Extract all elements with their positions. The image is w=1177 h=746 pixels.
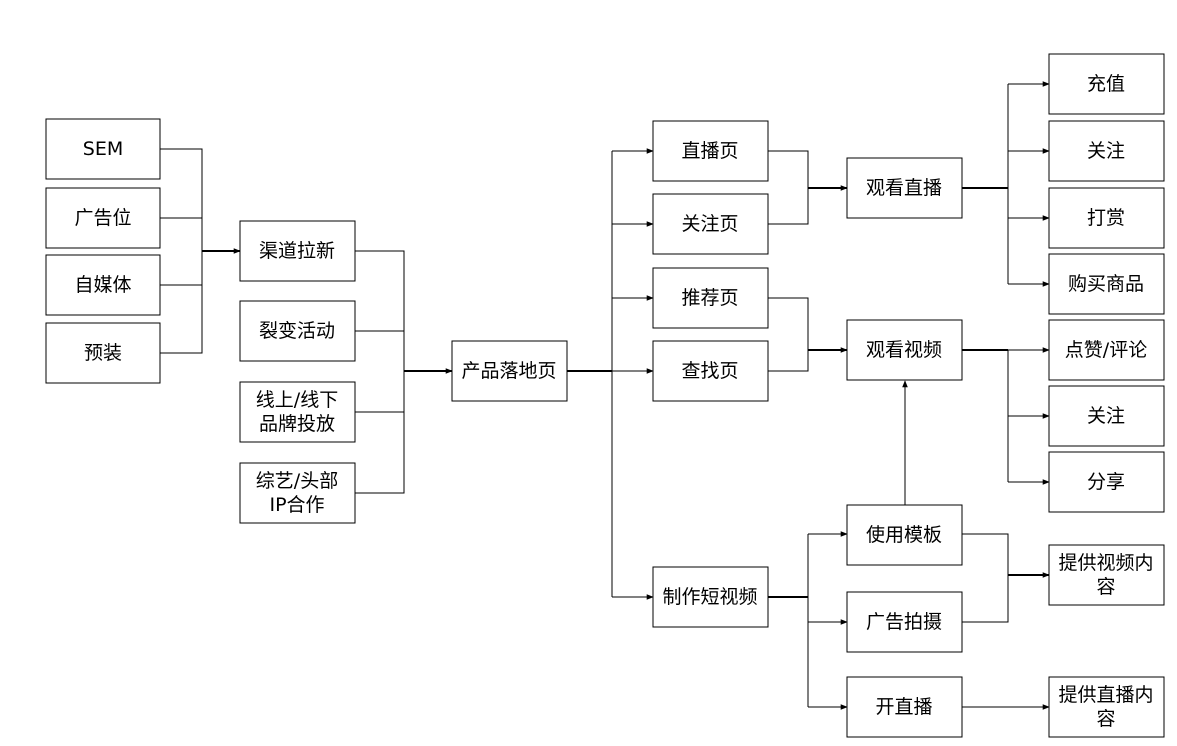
node-search-page: 查找页 (652, 340, 769, 402)
node-sem-label: SEM (83, 138, 123, 160)
node-watch-live: 观看直播 (846, 157, 963, 219)
node-provide-video: 提供视频内 容 (1048, 544, 1165, 606)
node-follow-b-label: 关注 (1087, 405, 1125, 427)
node-watch-live-label: 观看直播 (866, 177, 942, 199)
nodes: SEM 广告位 自媒体 预装 渠道拉新 裂变活动 线上/线下 品牌投放 (45, 53, 1165, 738)
node-fission-label: 裂变活动 (259, 320, 335, 342)
node-follow-page: 关注页 (652, 193, 769, 255)
node-recharge-label: 充值 (1087, 73, 1125, 95)
node-provide-video-label-1: 提供视频内 (1058, 552, 1153, 574)
node-search-page-label: 查找页 (681, 360, 738, 382)
node-follow-a-label: 关注 (1087, 140, 1125, 162)
node-share-label: 分享 (1087, 471, 1125, 493)
node-self-media-label: 自媒体 (74, 274, 131, 296)
node-landing: 产品落地页 (451, 340, 568, 402)
node-watch-video: 观看视频 (846, 319, 963, 381)
node-variety: 综艺/头部 IP合作 (239, 462, 356, 524)
edge-follow-page-watch-live (768, 188, 809, 225)
edge-live-page-watch-live (768, 150, 809, 188)
node-share: 分享 (1048, 451, 1165, 513)
edge-recommend-page-watch-video (768, 297, 809, 350)
node-channel-acq: 渠道拉新 (239, 220, 356, 282)
node-tip-label: 打赏 (1087, 207, 1125, 229)
node-brand-label-1: 线上/线下 (256, 389, 338, 411)
edge-channel-landing (355, 250, 405, 371)
node-brand: 线上/线下 品牌投放 (239, 381, 356, 443)
edge-preinstall-channel (160, 251, 203, 354)
node-start-live: 开直播 (846, 676, 963, 738)
node-provide-live-label-2: 容 (1096, 708, 1115, 730)
node-like-comment: 点赞/评论 (1048, 319, 1165, 381)
node-self-media: 自媒体 (45, 254, 161, 316)
edge-search-page-watch-video (768, 350, 809, 372)
node-watch-video-label: 观看视频 (866, 339, 942, 361)
node-live-page: 直播页 (652, 120, 769, 182)
node-preinstall-label: 预装 (84, 342, 122, 364)
node-buy: 购买商品 (1048, 253, 1165, 315)
node-variety-label-1: 综艺/头部 (256, 470, 338, 492)
node-make-short: 制作短视频 (652, 566, 769, 628)
node-sem: SEM (45, 118, 161, 180)
node-channel-acq-label: 渠道拉新 (259, 240, 335, 262)
node-provide-live: 提供直播内 容 (1048, 676, 1165, 738)
node-recommend-page: 推荐页 (652, 267, 769, 329)
node-ad-slot-label: 广告位 (74, 207, 131, 229)
node-follow-page-label: 关注页 (681, 213, 738, 235)
node-start-live-label: 开直播 (875, 696, 932, 718)
node-follow-a: 关注 (1048, 120, 1165, 182)
node-make-short-label: 制作短视频 (662, 586, 757, 608)
node-use-template: 使用模板 (846, 504, 963, 566)
edges (160, 81, 1050, 710)
node-preinstall: 预装 (45, 322, 161, 384)
node-recharge: 充值 (1048, 53, 1165, 115)
node-ad-slot: 广告位 (45, 187, 161, 249)
edge-ad-shoot-provide-video (962, 575, 1009, 623)
node-brand-label-2: 品牌投放 (259, 413, 335, 435)
node-tip: 打赏 (1048, 187, 1165, 249)
edge-sem-channel (160, 148, 203, 251)
node-live-page-label: 直播页 (681, 140, 738, 162)
node-variety-label-2: IP合作 (269, 494, 324, 516)
node-landing-label: 产品落地页 (461, 360, 556, 382)
node-recommend-page-label: 推荐页 (681, 287, 738, 309)
node-ad-shoot: 广告拍摄 (846, 591, 963, 653)
node-use-template-label: 使用模板 (866, 524, 942, 546)
node-ad-shoot-label: 广告拍摄 (866, 611, 942, 633)
node-follow-b: 关注 (1048, 385, 1165, 447)
node-like-comment-label: 点赞/评论 (1065, 339, 1147, 361)
node-provide-video-label-2: 容 (1096, 576, 1115, 598)
edge-template-provide-video (962, 533, 1009, 575)
node-provide-live-label-1: 提供直播内 (1058, 684, 1153, 706)
node-fission: 裂变活动 (239, 300, 356, 362)
edge-variety-landing (355, 371, 405, 494)
node-buy-label: 购买商品 (1068, 273, 1144, 295)
